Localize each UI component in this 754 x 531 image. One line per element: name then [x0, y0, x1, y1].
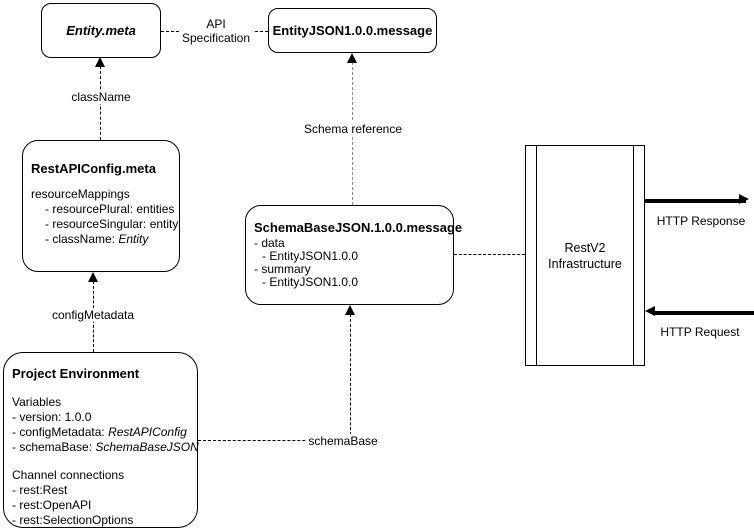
rest-api-config-classname-line: - className: Entity: [31, 232, 171, 247]
edge-http-request-line: [655, 311, 754, 315]
project-env-config-metadata-label: - configMetadata:: [12, 425, 109, 439]
restv2-title-line2: Infrastructure: [548, 256, 622, 271]
edge-schema-base-arrowhead-icon: [345, 305, 355, 315]
edge-http-response-line: [645, 199, 746, 203]
rest-api-config-resource-singular: - resourceSingular: entity: [45, 217, 179, 231]
entity-json-title: EntityJSON1.0.0.message: [272, 23, 433, 38]
edge-schema-reference-label: Schema reference: [300, 122, 406, 136]
project-env-config-metadata: - configMetadata: RestAPIConfig: [12, 425, 189, 440]
node-entity-meta: Entity.meta: [41, 3, 161, 58]
edge-schema-reference-arrowhead-icon: [347, 53, 357, 63]
rest-api-config-title: RestAPIConfig.meta: [31, 161, 156, 176]
project-env-channel-openapi: - rest:OpenAPI: [12, 498, 92, 512]
project-env-version: - version: 1.0.0: [12, 410, 92, 424]
schema-base-json-summary: - summary: [254, 262, 311, 276]
node-rest-api-config: RestAPIConfig.meta resourceMappings - re…: [22, 140, 180, 272]
edge-schema-base-label: schemaBase: [305, 434, 381, 448]
rest-api-config-classname-label: - className:: [45, 232, 119, 246]
schema-base-json-title: SchemaBaseJSON.1.0.0.message: [254, 220, 463, 235]
edge-classname-label: className: [68, 90, 134, 104]
project-env-schema-base-value: SchemaBaseJSON: [95, 440, 199, 454]
node-entity-json-message: EntityJSON1.0.0.message: [268, 8, 437, 53]
edge-schema-base-vertical-line: [350, 314, 351, 440]
schema-base-json-data-entity: - EntityJSON1.0.0: [262, 249, 359, 263]
rest-api-config-resource-plural: - resourcePlural: entities: [45, 202, 175, 216]
project-env-channel-rest: - rest:Rest: [12, 483, 68, 497]
node-project-environment: Project Environment Variables - version:…: [3, 352, 199, 528]
entity-meta-title: Entity.meta: [66, 23, 136, 38]
rest-api-config-classname-value: Entity: [118, 232, 149, 246]
project-env-schema-base-label: - schemaBase:: [12, 440, 96, 454]
restv2-left-partition-line: [536, 146, 537, 365]
rest-api-config-resource-mappings: resourceMappings: [31, 187, 130, 201]
node-schema-base-json-message: SchemaBaseJSON.1.0.0.message - data - En…: [245, 205, 463, 305]
project-env-schema-base: - schemaBase: SchemaBaseJSON: [12, 440, 199, 455]
restv2-title-line1: RestV2: [564, 240, 606, 255]
schema-base-json-data: - data: [254, 236, 285, 250]
schema-base-json-summary-entity: - EntityJSON1.0.0: [262, 275, 359, 289]
restv2-title: RestV2 Infrastructure: [526, 146, 644, 365]
edge-http-request-label: HTTP Request: [657, 325, 743, 339]
edge-api-specification-label: API Specification: [178, 17, 254, 45]
edge-schema-base-horizontal-line: [198, 440, 350, 441]
project-env-spacer: [12, 455, 189, 468]
edge-http-request-arrowhead-icon: [645, 306, 655, 316]
project-env-variables-header: Variables: [12, 395, 62, 409]
project-env-config-metadata-value: RestAPIConfig: [108, 425, 187, 439]
restv2-right-partition-line: [633, 146, 634, 365]
edge-config-metadata-label: configMetadata: [48, 308, 138, 322]
edge-schema-to-restv2-line: [454, 254, 525, 255]
edge-http-response-label: HTTP Response: [653, 214, 749, 228]
edge-http-response-arrowhead-icon: [739, 194, 749, 204]
edge-api-specification-label-line2: Specification: [181, 31, 251, 45]
edge-config-metadata-arrowhead-icon: [88, 272, 98, 282]
node-restv2-infrastructure: RestV2 Infrastructure: [525, 145, 645, 366]
edge-api-specification-label-line1: API: [206, 17, 226, 31]
project-env-channels-header: Channel connections: [12, 468, 125, 482]
project-env-channel-selection-options: - rest:SelectionOptions: [12, 513, 134, 527]
edge-classname-arrowhead-icon: [95, 57, 105, 67]
project-environment-title: Project Environment: [12, 366, 140, 381]
